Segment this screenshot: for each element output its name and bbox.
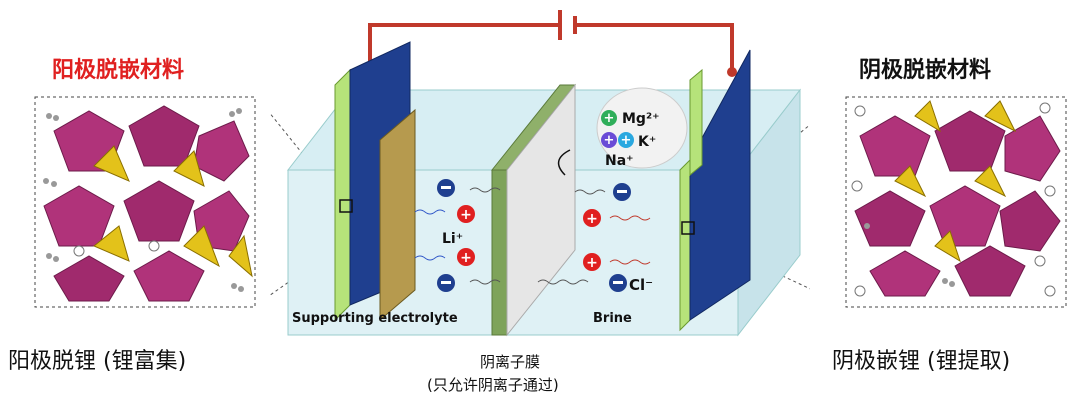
right-electrode-blue: [689, 49, 751, 321]
cation-right-bottom-path: [609, 259, 651, 265]
right-electrode-green: [679, 158, 691, 332]
anion-left-bottom-path: [469, 279, 501, 285]
svg-text:+: +: [604, 133, 615, 148]
brine-ion-bubble: [596, 87, 688, 169]
anion-left-top-path: [469, 187, 501, 193]
membrane-front: [491, 169, 508, 336]
svg-text:+: +: [460, 207, 472, 223]
right-terminal: [727, 67, 737, 77]
right-sample-box: [681, 221, 695, 235]
k-ion-icon-1: [601, 132, 617, 148]
right-electrode-green-upper: [689, 68, 703, 177]
li-ion-top-path: [414, 209, 446, 215]
electrochemical-cell: + + + Mg²⁺ K⁺ Na⁺ + Li⁺ + + + Cl⁻ Suppor…: [270, 10, 810, 337]
mg-ion-label: Mg²⁺: [622, 111, 659, 127]
li-ion-bottom-path: [414, 255, 446, 261]
right-crystal-structure: [851, 100, 1061, 297]
k-ion-label: K⁺: [638, 134, 656, 150]
na-ion-label: Na⁺: [605, 153, 634, 169]
left-mesh: [379, 108, 416, 322]
mg-ion-icon: [601, 110, 617, 126]
supporting-electrolyte-label: Supporting electrolyte: [292, 311, 458, 326]
left-crystal-panel: [34, 96, 256, 308]
right-panel-caption: 阴极嵌锂 (锂提取): [832, 349, 1011, 374]
left-electrode-green: [334, 68, 351, 322]
right-panel-title: 阴极脱嵌材料: [859, 58, 992, 83]
svg-text:+: +: [621, 133, 632, 148]
left-crystal-structure: [43, 105, 253, 302]
cl-ion-path: [537, 279, 589, 285]
cation-right-bottom: [583, 253, 601, 271]
anion-right-top-path: [574, 189, 606, 195]
membrane-mesh: [506, 83, 576, 337]
left-panel-title: 阳极脱嵌材料: [52, 58, 185, 83]
left-sample-box: [339, 199, 353, 213]
membrane-sublabel: (只允许阴离子通过): [427, 376, 559, 394]
li-ion-bottom: [457, 248, 475, 266]
cation-right-top: [583, 209, 601, 227]
wire-right: [575, 23, 734, 70]
cation-right-top-path: [609, 215, 651, 221]
cl-ion-label: Cl⁻: [629, 276, 653, 294]
li-ion-label: Li⁺: [442, 231, 463, 247]
svg-text:+: +: [604, 111, 615, 126]
svg-text:+: +: [586, 211, 598, 227]
svg-text:+: +: [460, 250, 472, 266]
li-ion-top: [457, 205, 475, 223]
curved-arrow: [557, 149, 571, 176]
membrane-label: 阴离子膜: [480, 353, 541, 371]
k-ion-icon-2: [618, 132, 634, 148]
wire-left: [368, 23, 560, 70]
svg-text:+: +: [586, 255, 598, 271]
right-crystal-panel: [845, 96, 1067, 308]
brine-label: Brine: [593, 311, 632, 326]
left-panel-caption: 阳极脱锂 (锂富集): [8, 349, 187, 374]
